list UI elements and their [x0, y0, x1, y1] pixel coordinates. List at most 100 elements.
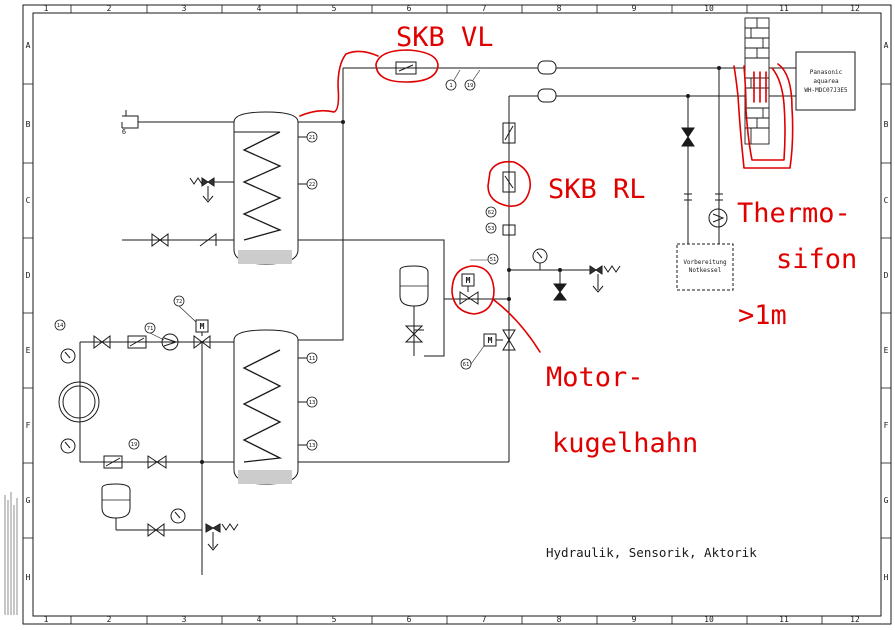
- col-label: 5: [332, 615, 337, 624]
- svg-text:M: M: [200, 322, 205, 331]
- row-label: A: [26, 41, 31, 50]
- sensor-62-label: 62: [488, 210, 495, 216]
- sensor-11-label: 11: [309, 356, 316, 362]
- safety-valve-upper: [189, 177, 234, 203]
- solar-collector-ring: [58, 381, 100, 423]
- sensor-13-label: 13: [309, 400, 316, 406]
- col-label: 11: [779, 4, 789, 13]
- col-label: 7: [482, 4, 487, 13]
- flow-sensors: [537, 60, 557, 103]
- tap-label: 6: [122, 128, 126, 136]
- row-label: B: [884, 120, 889, 129]
- pressure-gauges: [60, 248, 548, 524]
- col-label: 4: [257, 615, 262, 624]
- check-valve: [199, 233, 217, 247]
- col-label: 4: [257, 4, 262, 13]
- heat-pump-label-2: aquarea: [813, 78, 839, 85]
- col-label: 3: [182, 4, 187, 13]
- row-labels-right: A B C D E F G H: [884, 41, 889, 582]
- sensor-51-label: 51: [490, 257, 497, 263]
- svg-text:M: M: [466, 276, 471, 285]
- motor-actuators: [195, 273, 503, 347]
- col-label: 11: [779, 615, 789, 624]
- row-label: D: [884, 271, 889, 280]
- shutoff-valves: [93, 233, 516, 537]
- sensor-leaders: [149, 69, 488, 365]
- sensor-61-label: 61: [463, 362, 470, 368]
- filled-valves: [553, 127, 695, 301]
- safety-valve-lower: [205, 523, 239, 551]
- sensor-53-label: 53: [488, 226, 495, 232]
- col-label: 9: [632, 4, 637, 13]
- col-label: 1: [44, 4, 49, 13]
- row-label: G: [26, 496, 31, 505]
- row-label: B: [26, 120, 31, 129]
- sensor-72-label: 72: [176, 299, 183, 305]
- safety-valve-right: [589, 265, 621, 293]
- wall-bricks: [744, 17, 770, 145]
- row-label: H: [884, 573, 889, 582]
- gauge-needles: [64, 251, 543, 519]
- row-label: E: [26, 346, 31, 355]
- upper-storage-tank: [233, 111, 299, 265]
- row-label: F: [26, 421, 31, 430]
- col-label: 5: [332, 4, 337, 13]
- row-label: H: [26, 573, 31, 582]
- fine-print-block: [4, 492, 18, 615]
- col-label: 6: [407, 4, 412, 13]
- motor-annotation-1: Motor-: [546, 362, 644, 393]
- col-label: 7: [482, 615, 487, 624]
- lower-storage-tank: [233, 329, 299, 485]
- junction-dots: [200, 66, 721, 464]
- inline-sensors: [103, 61, 516, 469]
- row-label: F: [884, 421, 889, 430]
- sensor-1-label: 1: [449, 83, 452, 89]
- red-markup-shapes: [299, 49, 794, 353]
- svg-text:M: M: [488, 336, 493, 345]
- skb-rl-annotation: SKB RL: [548, 174, 646, 205]
- col-label: 3: [182, 615, 187, 624]
- row-label: D: [26, 271, 31, 280]
- drawing-frame: [22, 4, 892, 625]
- sensor-19b-label: 19: [131, 442, 138, 448]
- col-label: 8: [557, 615, 562, 624]
- col-label: 12: [850, 4, 860, 13]
- skb-vl-annotation: SKB VL: [396, 22, 494, 53]
- diagram-caption: Hydraulik, Sensorik, Aktorik: [546, 545, 757, 560]
- column-labels-top: 1 2 3 4 5 6 7 8 9 10 11 12: [44, 4, 860, 13]
- thermosiphon-annotation-1: Thermo-: [737, 198, 851, 229]
- heat-pump-box: [795, 51, 856, 111]
- row-label: C: [884, 196, 889, 205]
- tap-icon: [121, 110, 139, 129]
- heat-pump-label-3: WH-MDC07J3E5: [804, 87, 848, 94]
- motor-annotation-2: kugelhahn: [552, 428, 698, 459]
- pump-symbols: [161, 208, 728, 351]
- sensor-22-label: 22: [309, 182, 316, 188]
- col-label: 10: [704, 615, 714, 624]
- heat-pump-label-1: Panasonic: [810, 69, 843, 76]
- col-label: 2: [107, 615, 112, 624]
- boiler-label-2: Notkessel: [689, 267, 722, 274]
- row-label: A: [884, 41, 889, 50]
- col-label: 8: [557, 4, 562, 13]
- boiler-label-1: Vorbereitung: [683, 259, 727, 266]
- col-label: 9: [632, 615, 637, 624]
- row-labels-left: A B C D E F G H: [26, 41, 31, 582]
- row-label: E: [884, 346, 889, 355]
- sensor-14-label: 14: [57, 323, 64, 329]
- sensor-21-label: 21: [309, 135, 316, 141]
- motor-letters: M M M: [200, 276, 493, 345]
- red-annotations: SKB VL SKB RL Thermo- sifon >1m Motor- k…: [396, 22, 857, 459]
- backup-boiler: [676, 190, 734, 291]
- col-label: 10: [704, 4, 714, 13]
- sensor-71-label: 71: [147, 326, 154, 332]
- column-labels-bottom: 1 2 3 4 5 6 7 8 9 10 11 12: [44, 615, 860, 624]
- sensor-callouts: [54, 79, 499, 451]
- col-label: 12: [850, 615, 860, 624]
- sensor-19-label: 19: [467, 83, 474, 89]
- vessel-divider: [102, 285, 428, 501]
- row-label: G: [884, 496, 889, 505]
- sensor-13b-label: 13: [309, 443, 316, 449]
- row-label: C: [26, 196, 31, 205]
